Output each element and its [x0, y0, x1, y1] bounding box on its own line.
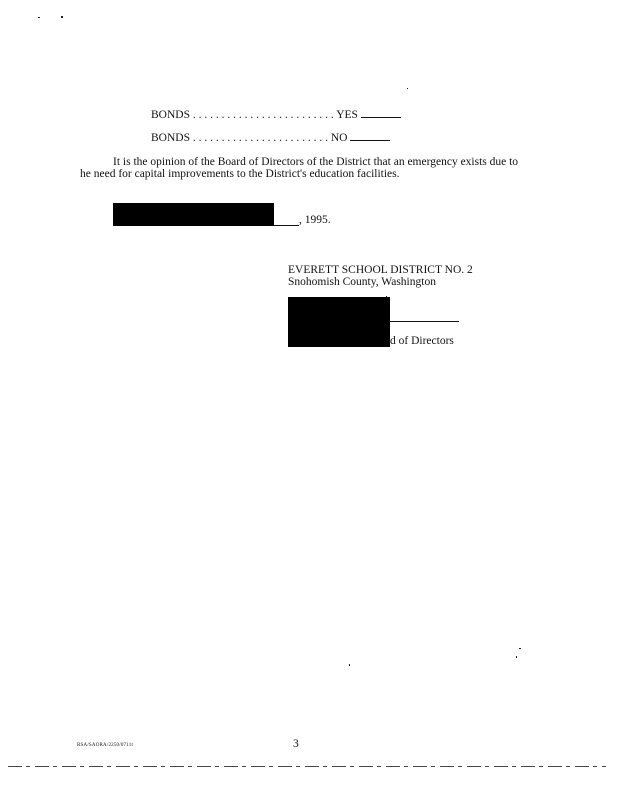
ballot-line-no: BONDS . . . . . . . . . . . . . . . . . … — [151, 130, 391, 145]
document-id: RSA/SAORA/2250/0711t — [77, 743, 134, 748]
date-year: , 1995. — [299, 214, 331, 226]
scan-speck — [38, 17, 40, 18]
ballot-label: BONDS — [151, 109, 190, 121]
ballot-choice-yes: YES — [336, 109, 358, 121]
county-name: Snohomish County, Washington — [288, 276, 436, 288]
signature-line — [390, 321, 459, 322]
page-bottom-rule — [8, 766, 606, 767]
ballot-choice-no: NO — [330, 132, 348, 144]
no-blank — [350, 130, 391, 141]
scan-speck — [407, 88, 408, 89]
ballot-leader-dots: . . . . . . . . . . . . . . . . . . . . … — [192, 132, 328, 144]
scan-speck — [349, 664, 350, 666]
yes-blank — [360, 107, 401, 118]
page-number: 3 — [293, 738, 299, 750]
emergency-paragraph-line-1: It is the opinion of the Board of Direct… — [113, 156, 519, 168]
signer-title: d of Directors — [390, 335, 454, 347]
ballot-line-yes: BONDS . . . . . . . . . . . . . . . . . … — [151, 107, 401, 122]
district-name: EVERETT SCHOOL DISTRICT NO. 2 — [288, 264, 473, 276]
scan-speck — [61, 16, 63, 18]
ballot-leader-dots: . . . . . . . . . . . . . . . . . . . . … — [192, 109, 334, 121]
emergency-paragraph-line-2: he need for capital improvements to the … — [80, 168, 400, 180]
scan-speck — [519, 648, 521, 649]
scan-speck — [516, 656, 517, 658]
ballot-label: BONDS — [151, 132, 190, 144]
redaction-box — [113, 203, 274, 226]
redaction-box — [288, 297, 390, 347]
date-underline — [274, 225, 299, 226]
